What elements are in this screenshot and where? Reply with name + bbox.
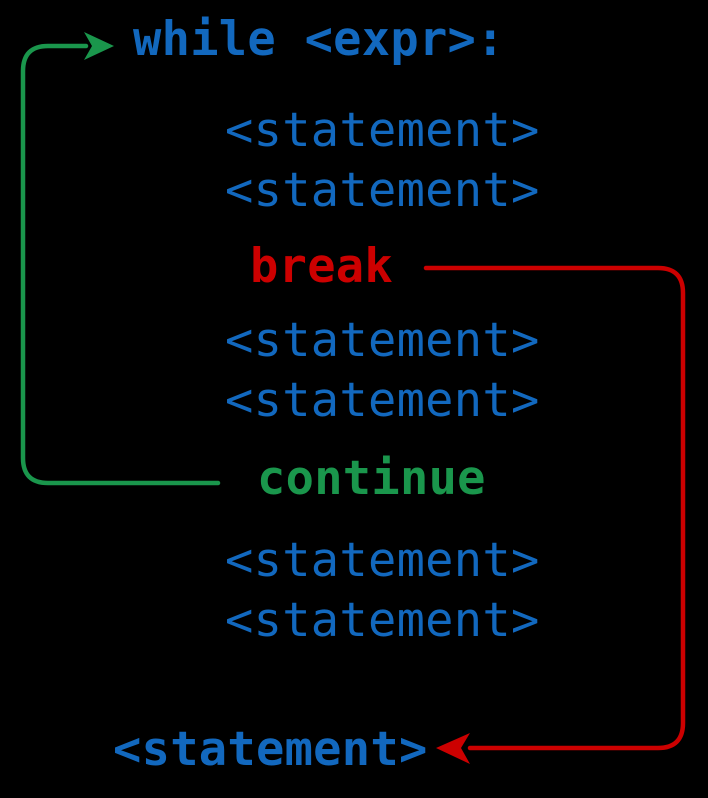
statement-line-1: <statement> [225,103,540,158]
continue-keyword-line: continue [257,451,486,506]
continue-arrowhead-icon [84,32,114,60]
continue-arrow-path [20,43,221,486]
break-arrow-path [423,265,686,751]
after-loop-statement-line: <statement> [113,722,428,777]
statement-line-6: <statement> [225,593,540,648]
break-keyword-line: break [250,239,393,294]
break-arrowhead-icon [436,733,470,764]
statement-line-4: <statement> [225,373,540,428]
while-header-line: while <expr>: [133,12,505,67]
statement-line-3: <statement> [225,313,540,368]
statement-line-2: <statement> [225,163,540,218]
statement-line-5: <statement> [225,533,540,588]
